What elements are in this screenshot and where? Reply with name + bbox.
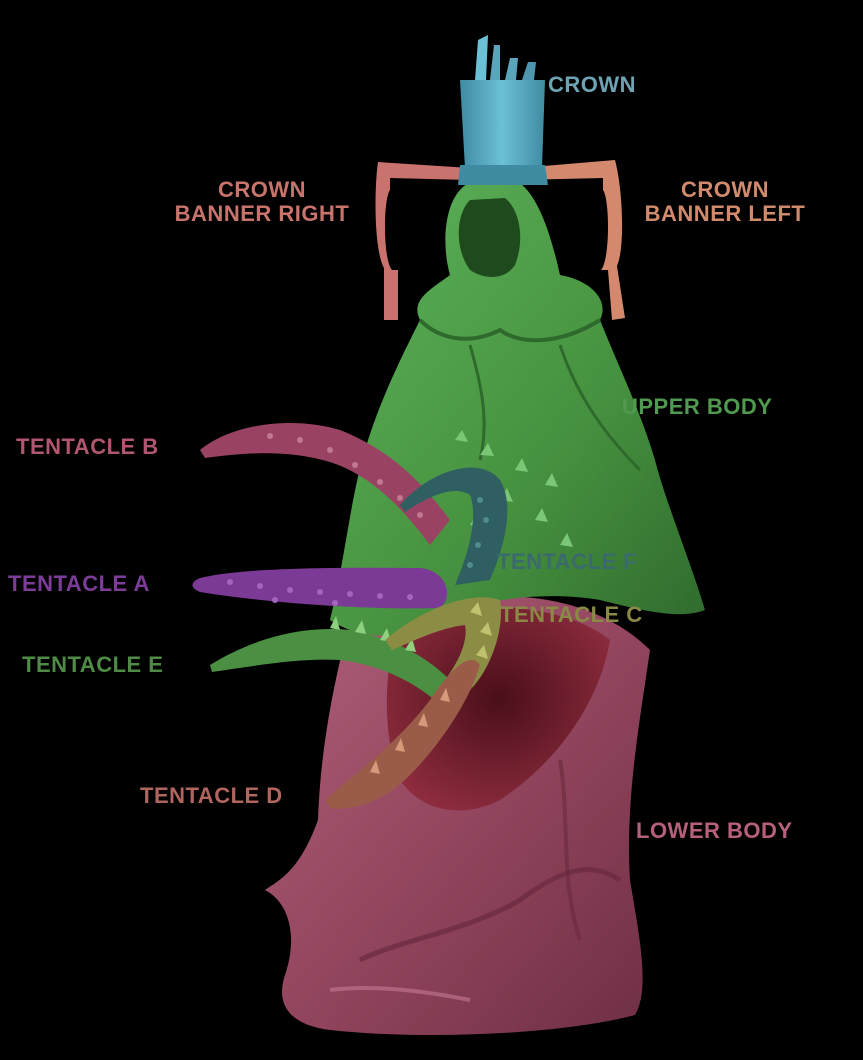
lower-body-label: LOWER BODY (636, 819, 793, 843)
tentacle-a-label-text: TENTACLE A (8, 571, 150, 596)
crown-banner-left-line2: BANNER LEFT (644, 201, 806, 226)
tentacle-f-label-text: TENTACLE F (497, 549, 638, 574)
tentacle-d-label-text: TENTACLE D (140, 783, 283, 808)
tentacle-d (325, 659, 480, 809)
crown-banner-right-label: CROWN BANNER RIGHT (158, 178, 366, 226)
crown-banner-left-label: CROWN BANNER LEFT (630, 178, 820, 226)
crown-banner-left-line1: CROWN (680, 177, 770, 202)
tentacle-e-label: TENTACLE E (22, 653, 163, 677)
upper-body-label: UPPER BODY (622, 395, 772, 419)
tentacle-e-label-text: TENTACLE E (22, 652, 164, 677)
tentacle-a-label: TENTACLE A (8, 572, 150, 596)
lower-body-label-text: LOWER BODY (636, 818, 793, 843)
tentacle-d-label: TENTACLE D (140, 784, 283, 808)
crown-label-text: CROWN (548, 72, 637, 97)
tentacle-c-label-text: TENTACLE C (500, 602, 643, 627)
tentacle-b-label-text: TENTACLE B (16, 434, 159, 459)
tentacle-c-label: TENTACLE C (500, 603, 643, 627)
tentacle-b (200, 422, 450, 545)
crown-banner-right-line1: CROWN (217, 177, 307, 202)
crown-label: CROWN (548, 73, 636, 97)
upper-body-label-text: UPPER BODY (622, 394, 773, 419)
crown-banner-right-line2: BANNER RIGHT (174, 201, 350, 226)
tentacle-b-label: TENTACLE B (16, 435, 159, 459)
lower-body (265, 596, 650, 1035)
tentacle-f (400, 467, 508, 585)
tentacle-f-label: TENTACLE F (497, 550, 637, 574)
tentacle-a (192, 567, 448, 609)
crown (458, 35, 548, 185)
